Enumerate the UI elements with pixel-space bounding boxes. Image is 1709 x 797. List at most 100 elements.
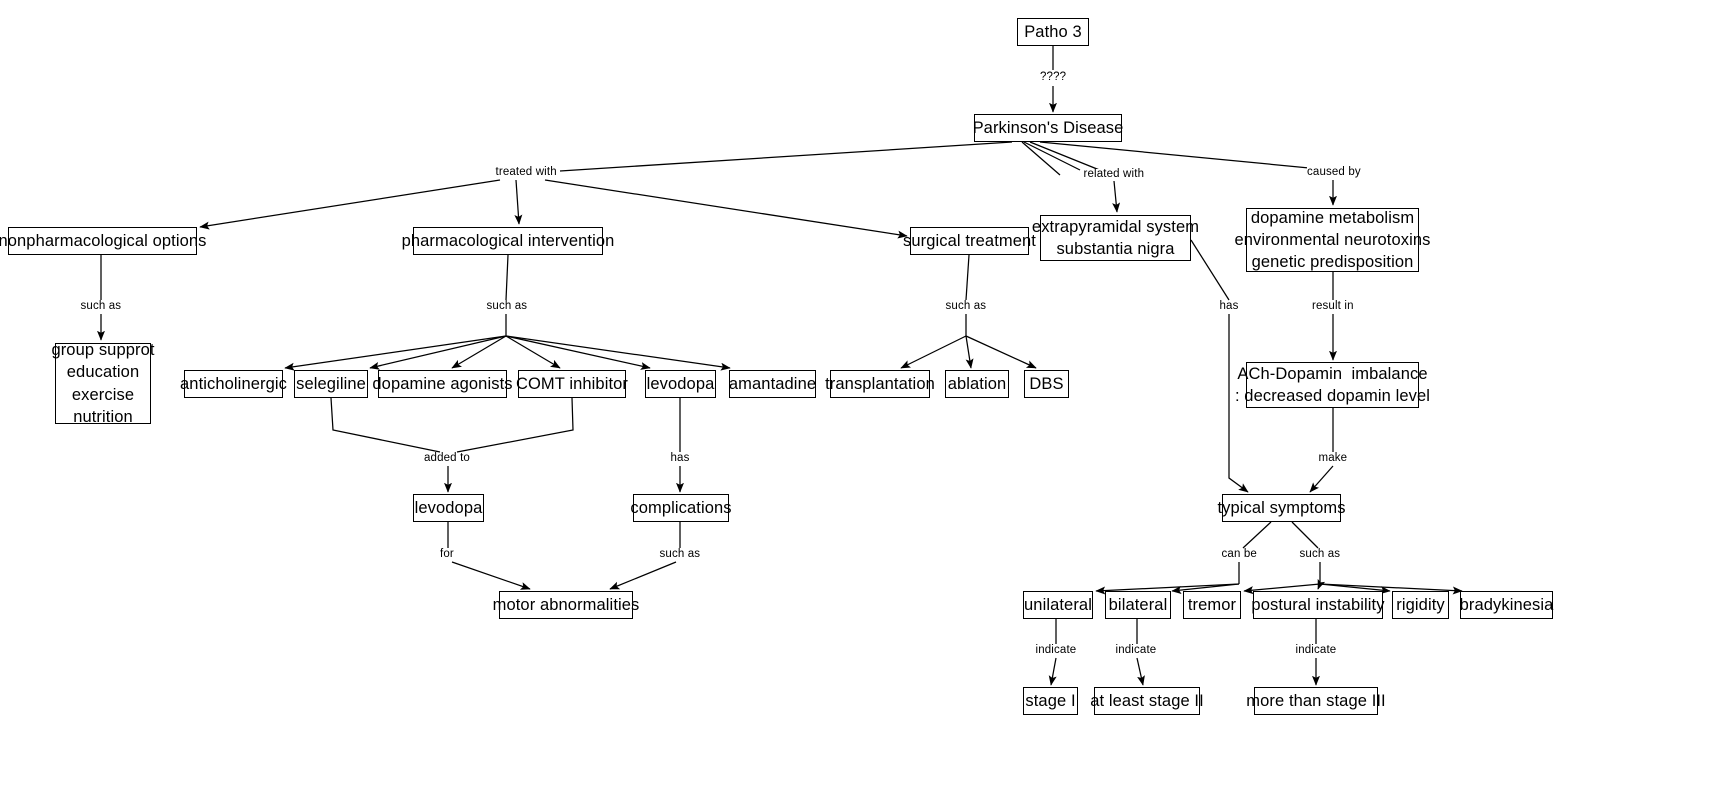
node-label: postural instability	[1251, 595, 1385, 614]
node-label: : decreased dopamin level	[1234, 387, 1431, 405]
connector-suchas4-to-motorabn	[609, 561, 677, 590]
connector-comt-to-addedto	[456, 397, 574, 453]
connector-hub3-to-dbs	[965, 335, 1037, 369]
edge-label-l-treated: treated with	[495, 166, 557, 179]
node-rigidity[interactable]: rigidity	[1392, 591, 1449, 619]
edge-label-l-suchas-4: such as	[659, 548, 701, 561]
connector-pharm-to-suchas	[505, 254, 509, 301]
node-label: levodopa	[646, 374, 715, 393]
connector-canbe-to-bilateral	[1171, 583, 1240, 595]
edge-label-l-suchas-1: such as	[80, 300, 122, 313]
node-complications[interactable]: complications	[630, 494, 732, 522]
edge-label-l-suchas-2: such as	[486, 300, 528, 313]
edge-label-l-indicate-3: indicate	[1295, 644, 1337, 657]
node-label: stage I	[1025, 691, 1076, 710]
connector-hub5-to-rigidity	[1319, 583, 1391, 595]
connector-hub-to-comt	[505, 335, 561, 369]
node-anticholin[interactable]: anticholinergic	[180, 370, 287, 398]
node-tremor[interactable]: tremor	[1183, 591, 1241, 619]
node-bradykinesia[interactable]: bradykinesia	[1460, 591, 1553, 619]
connector-selegiline-to-addedto	[330, 397, 441, 453]
node-label: Patho 3	[1024, 22, 1082, 41]
node-transplant[interactable]: transplantation	[825, 370, 935, 398]
connector-parkinsons-to-related	[1029, 141, 1103, 172]
node-unilateral[interactable]: unilateral	[1023, 591, 1093, 619]
node-label: genetic predisposition	[1251, 253, 1414, 272]
edge-label-l-addedto: added to	[424, 452, 470, 465]
node-label: anticholinergic	[180, 374, 287, 393]
connector-canbe-to-unilateral	[1095, 583, 1240, 595]
node-bilateral[interactable]: bilateral	[1105, 591, 1171, 619]
node-achimbalance[interactable]: ACh-Dopamin imbalance : decreased dopamin…	[1235, 362, 1430, 408]
node-extrapyr[interactable]: extrapyramidal system substantia nigra	[1032, 215, 1199, 261]
edge-label-l-suchas-3: such as	[945, 300, 987, 313]
node-causes[interactable]: dopamine metabolism environmental neuroto…	[1234, 208, 1430, 272]
node-typicalsympt[interactable]: typical symptoms	[1217, 494, 1345, 522]
node-label: Parkinson's Disease	[972, 118, 1124, 137]
node-label: extrapyramidal system	[1031, 217, 1200, 236]
edge-label-l-related: related with	[1083, 168, 1145, 181]
node-levodopa-top[interactable]: levodopa	[645, 370, 716, 398]
node-label: typical symptoms	[1217, 498, 1346, 517]
edge-label-l-make: make	[1318, 452, 1348, 465]
connector-hub-to-amantadine	[505, 335, 731, 371]
node-label: amantadine	[728, 374, 817, 393]
node-label: selegiline	[296, 374, 366, 393]
node-label: dopamine agonists	[372, 374, 513, 393]
edge-label-l-indicate-1: indicate	[1035, 644, 1077, 657]
node-label: bilateral	[1108, 595, 1168, 614]
node-surgical[interactable]: surgical treatment	[903, 227, 1036, 255]
node-parkinsons[interactable]: Parkinson's Disease	[972, 114, 1124, 142]
node-amantadine[interactable]: amantadine	[729, 370, 816, 398]
connector-parkinsons-to-treated	[559, 141, 1013, 172]
node-levodopa-bot[interactable]: levodopa	[413, 494, 484, 522]
node-nonpharm[interactable]: nonpharmacological options	[0, 227, 206, 255]
node-comt[interactable]: COMT inhibitor	[515, 370, 629, 398]
edge-label-l-suchas-5: such as	[1299, 548, 1341, 561]
node-label: at least stage II	[1090, 691, 1204, 710]
connector-hub-to-selegiline	[369, 335, 507, 370]
node-postural[interactable]: postural instability	[1251, 591, 1385, 619]
node-selegiline[interactable]: selegiline	[294, 370, 368, 398]
connector-sympt-to-canbe	[1242, 521, 1272, 549]
edge-label-l-has: has	[1219, 300, 1239, 313]
connector-for-to-motorabn	[451, 561, 531, 590]
node-label: motor abnormalities	[492, 595, 640, 614]
node-label: nutrition	[73, 407, 133, 426]
connector-ind1-to-stage1	[1048, 657, 1057, 686]
node-label: surgical treatment	[903, 231, 1036, 250]
node-label: exercise	[71, 385, 135, 404]
node-label: rigidity	[1396, 595, 1445, 614]
node-label: levodopa	[414, 498, 483, 517]
connector-hub3-to-transplant	[900, 335, 967, 369]
connector-parkinsons-extra-a	[1023, 141, 1081, 171]
node-stage2[interactable]: at least stage II	[1090, 687, 1204, 715]
connector-hub5-to-tremor	[1243, 583, 1321, 595]
connector-hub-to-levodopa	[505, 335, 651, 370]
node-motorabn[interactable]: motor abnormalities	[493, 591, 639, 619]
connector-hub5-to-postural	[1317, 578, 1326, 590]
node-pharm[interactable]: pharmacological intervention	[402, 227, 614, 255]
node-label: environmental neurotoxins	[1234, 230, 1431, 249]
connector-hub5-to-bradykinesia	[1319, 583, 1463, 595]
connector-treated-to-pharm	[514, 179, 523, 225]
node-stage1[interactable]: stage I	[1023, 687, 1078, 715]
node-dbs[interactable]: DBS	[1024, 370, 1069, 398]
node-ablation[interactable]: ablation	[945, 370, 1009, 398]
node-label: unilateral	[1024, 595, 1092, 614]
node-label: nonpharmacological options	[0, 231, 207, 250]
node-stage3[interactable]: more than stage III	[1246, 687, 1386, 715]
node-label: substantia nigra	[1056, 240, 1175, 258]
node-label: COMT inhibitor	[515, 374, 629, 393]
edge-label-l-for: for	[440, 548, 454, 561]
node-label: ACh-Dopamin imbalance	[1237, 364, 1428, 383]
node-dopagonists[interactable]: dopamine agonists	[372, 370, 513, 398]
node-patho3[interactable]: Patho 3	[1017, 18, 1089, 46]
node-label: tremor	[1187, 595, 1237, 614]
edge-label-l-patho: ????	[1040, 71, 1067, 84]
connector-treated-to-nonpharm	[199, 179, 501, 230]
node-label: dopamine metabolism	[1250, 208, 1415, 227]
